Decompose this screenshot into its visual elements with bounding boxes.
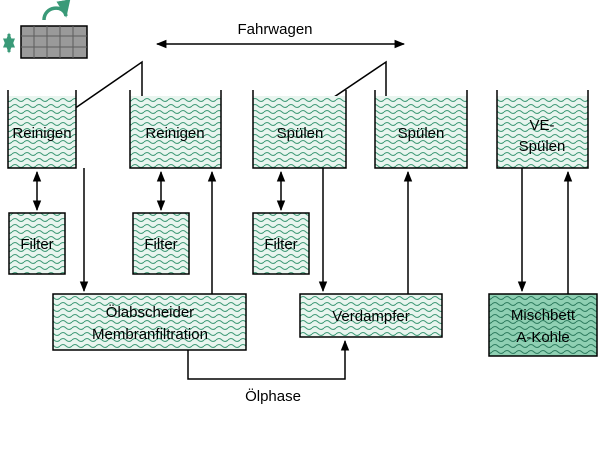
- mixbed-unit: Mischbett A-Kohle: [488, 293, 598, 357]
- parts-carrier: [3, 0, 88, 59]
- evaporator-unit: Verdampfer: [299, 293, 443, 338]
- evaporator-label: Verdampfer: [332, 308, 410, 325]
- filter-3: Filter: [252, 212, 310, 275]
- tank-reinigen-2: Reinigen: [129, 90, 222, 169]
- tank-label-line1: VE-: [529, 117, 554, 134]
- separator-label-line2: Membranfiltration: [92, 326, 208, 343]
- tank-label: Spülen: [398, 125, 445, 142]
- separator-label-line1: Ölabscheider: [106, 303, 194, 321]
- hanger-left: [57, 60, 143, 121]
- carrier-basket: [20, 25, 88, 59]
- olphase-line: [187, 339, 350, 380]
- filter-1: Filter: [8, 212, 66, 275]
- tank-label: Spülen: [277, 125, 324, 142]
- tank-label: Reinigen: [145, 125, 204, 142]
- carrier-grid: [21, 26, 87, 58]
- curved-arrow-icon: [42, 0, 71, 21]
- olphase-label: Ölphase: [245, 387, 301, 405]
- mixbed-label-line1: Mischbett: [511, 307, 576, 324]
- filter-label: Filter: [264, 236, 297, 253]
- filter-2: Filter: [132, 212, 190, 275]
- tank-label: Reinigen: [12, 125, 71, 142]
- tank-label-line2: Spülen: [519, 138, 566, 155]
- tank-reinigen-1: Reinigen: [7, 90, 77, 169]
- fahrwagen-label: Fahrwagen: [237, 21, 312, 38]
- tank-spuelen-1: Spülen: [252, 90, 347, 169]
- separator-unit: Ölabscheider Membranfiltration: [52, 293, 247, 351]
- mixbed-label-line2: A-Kohle: [516, 329, 569, 346]
- filter-label: Filter: [144, 236, 177, 253]
- tank-spuelen-2: Spülen: [374, 90, 468, 169]
- tank-ve-spuelen: VE- Spülen: [496, 90, 589, 169]
- filter-label: Filter: [20, 236, 53, 253]
